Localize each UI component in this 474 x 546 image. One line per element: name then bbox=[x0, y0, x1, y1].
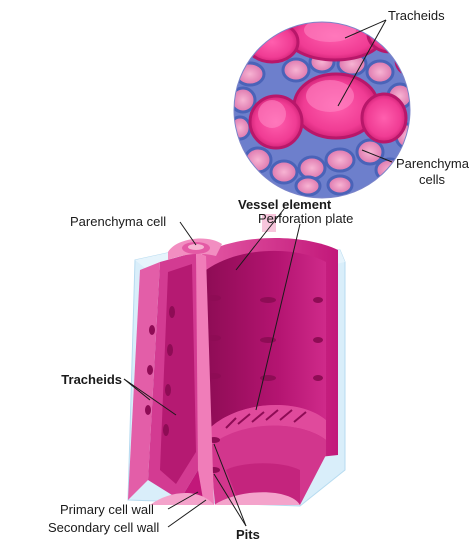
leader-parenchyma-cell bbox=[179, 221, 197, 246]
tracheid-pits bbox=[145, 306, 175, 436]
label-pits: Pits bbox=[236, 527, 260, 542]
block-leaders bbox=[123, 208, 301, 528]
micro-leaders bbox=[337, 19, 393, 163]
leader-perforation-plate bbox=[255, 223, 301, 411]
leader-micro-tracheids-a bbox=[344, 19, 387, 39]
tracheid-column-b bbox=[128, 262, 160, 500]
block-diagram bbox=[127, 214, 346, 507]
label-primary-cell-wall: Primary cell wall bbox=[60, 502, 154, 517]
label-parenchyma-cell: Parenchyma cell bbox=[70, 214, 167, 229]
tracheid-lumen-a bbox=[160, 264, 196, 484]
label-micro-parenchyma-line1: Parenchyma bbox=[396, 156, 469, 171]
label-vessel-element: Vessel element bbox=[238, 197, 332, 212]
leader-pits-b bbox=[213, 473, 247, 527]
micrograph-circle bbox=[233, 21, 411, 199]
leader-secondary-wall bbox=[167, 499, 207, 528]
leader-pits-a bbox=[213, 443, 247, 527]
perforation-bars bbox=[225, 409, 307, 429]
perforation-plate bbox=[210, 405, 326, 446]
label-perforation-plate: Perforation plate bbox=[258, 211, 354, 226]
perforation-plate-top bbox=[262, 214, 276, 232]
label-micro-tracheids: Tracheids bbox=[388, 8, 445, 23]
label-secondary-cell-wall: Secondary cell wall bbox=[48, 520, 160, 535]
leader-micro-tracheids-b bbox=[337, 19, 387, 107]
leader-tracheids-b bbox=[123, 378, 177, 416]
label-tracheids: Tracheids bbox=[61, 372, 122, 387]
leader-primary-wall bbox=[167, 491, 199, 510]
secondary-wall-strip bbox=[196, 252, 214, 505]
label-micro-parenchyma-line2: cells bbox=[418, 172, 445, 187]
leader-vessel-element bbox=[235, 208, 285, 271]
leader-micro-parenchyma bbox=[361, 149, 393, 163]
